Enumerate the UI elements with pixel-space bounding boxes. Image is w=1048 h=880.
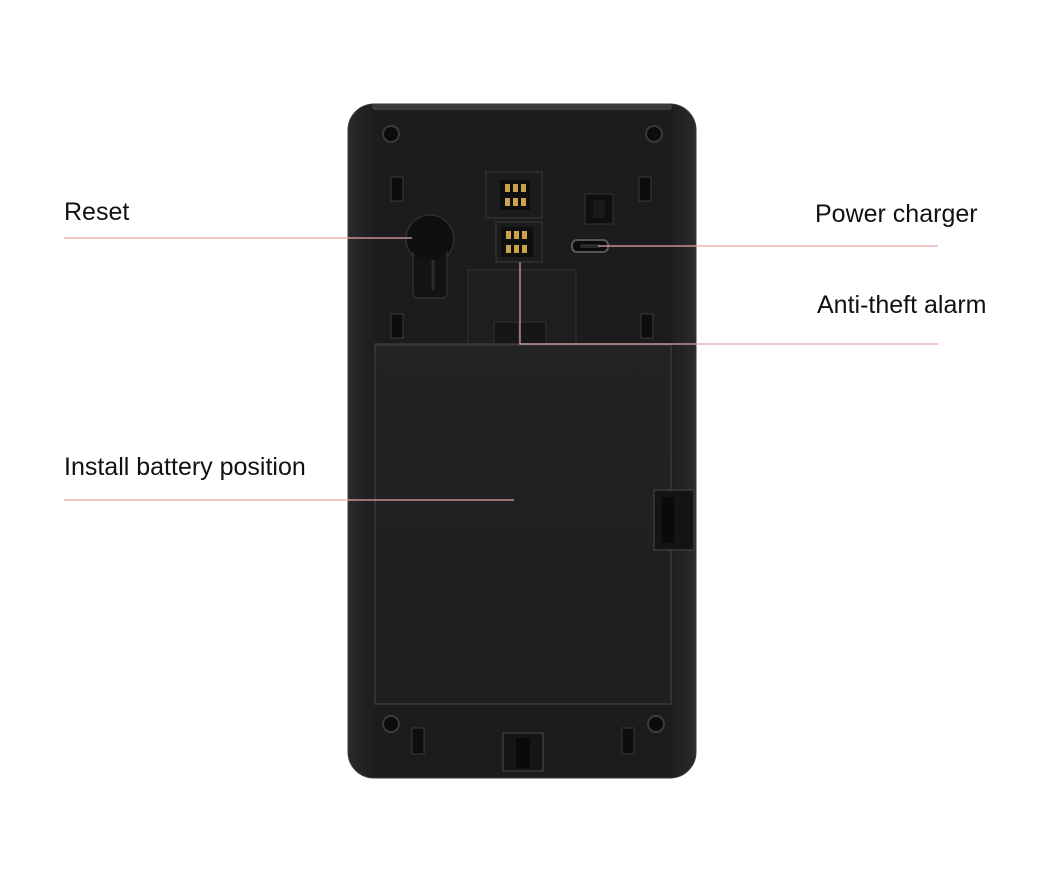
screw-hole-top-left bbox=[382, 125, 400, 143]
anti-theft-tamper-switch bbox=[467, 269, 577, 345]
mount-slot-lower-right bbox=[621, 727, 635, 755]
battery-cover-latch bbox=[653, 489, 695, 551]
screw-hole-bottom-right bbox=[647, 715, 665, 733]
screw-hole-bottom-left bbox=[382, 715, 400, 733]
mount-slot-upper-right bbox=[638, 176, 652, 202]
reset-keyhole bbox=[405, 214, 455, 299]
bottom-clip-tab bbox=[516, 738, 530, 768]
battery-cover bbox=[374, 343, 672, 705]
mount-slot-middle-right bbox=[640, 313, 654, 339]
mount-slot-middle-left bbox=[390, 313, 404, 339]
mount-slot-upper-left bbox=[390, 176, 404, 202]
pin-header-lower bbox=[495, 221, 543, 263]
device-top-edge bbox=[372, 104, 672, 110]
label-install-battery-position: Install battery position bbox=[64, 453, 306, 481]
leader-line-anti-theft-alarm bbox=[519, 262, 938, 345]
mount-slot-lower-left bbox=[411, 727, 425, 755]
square-button-inner bbox=[593, 200, 605, 218]
pin-header-upper bbox=[485, 171, 543, 219]
micro-usb-port-inner bbox=[580, 244, 600, 248]
screw-hole-top-right bbox=[645, 125, 663, 143]
label-anti-theft-alarm: Anti-theft alarm bbox=[817, 291, 987, 319]
label-reset: Reset bbox=[64, 198, 130, 226]
label-power-charger: Power charger bbox=[815, 200, 978, 228]
